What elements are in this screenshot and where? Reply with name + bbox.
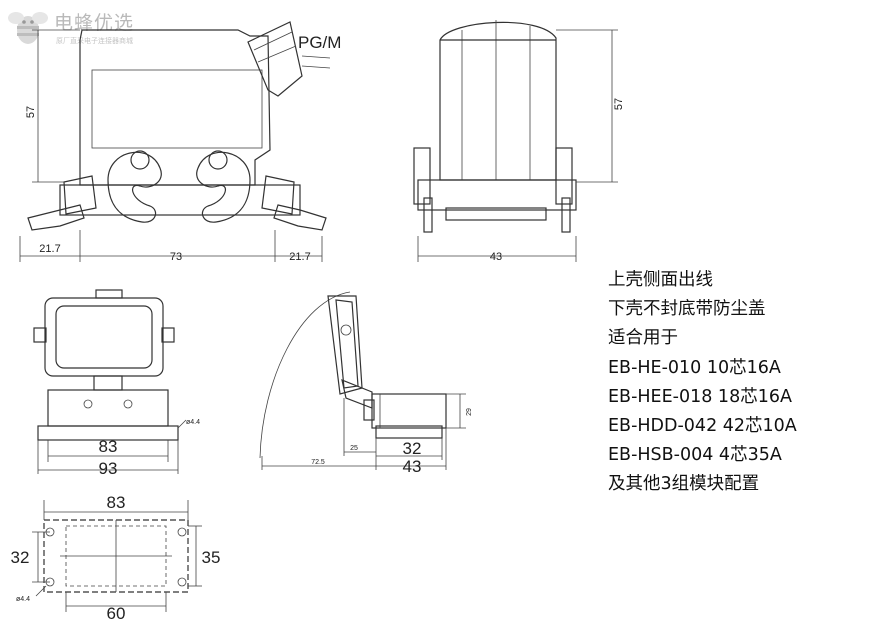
description-line-5: EB-HEE-018 18芯16A [608,386,792,407]
cutout-top-dimension: 83 [107,493,126,512]
hood-side-view: 57 43 [413,20,625,263]
center-span-dimension: 73 [170,251,182,263]
description-line-7: EB-HSB-004 4芯35A [608,445,782,466]
cutout-right-dimension: 35 [202,548,221,567]
cutout-left-dimension: 32 [11,548,30,567]
description-line-4: EB-HE-010 10芯16A [608,357,781,378]
base-side-outer-dimension: 43 [403,457,422,476]
description-line-8: 及其他3组模块配置 [608,474,760,495]
base-front-view: ø4.4 83 93 [33,289,200,478]
cutout-hole-dimension: ø4.4 [16,596,30,603]
description-line-3: 适合用于 [608,328,678,349]
panel-cutout-view: 83 32 35 60 ø4.4 [11,493,221,622]
description-line-2: 下壳不封底带防尘盖 [608,299,766,320]
base-side-inner-dimension: 32 [403,439,422,458]
description-line-6: EB-HDD-042 42芯10A [608,416,797,437]
watermark-tagline: 原厂直采电子连接器商城 [56,37,133,45]
lid-swing-dimension: 72.5 [311,459,325,466]
thread-label: PG/M [298,33,341,52]
base-side-view: 29 72.5 25 32 43 [259,291,473,476]
left-offset-dimension: 21.7 [39,243,60,255]
watermark-brand: 电蜂优选 [54,12,135,34]
watermark-logo: 电蜂优选 原厂直采电子连接器商城 [6,6,156,50]
base-outer-dimension: 93 [99,459,118,478]
base-inner-dimension: 83 [99,437,118,456]
description-line-1: 上壳侧面出线 [608,270,713,290]
cutout-bottom-dimension: 60 [107,604,126,622]
base-side-height-dimension: 29 [466,408,473,416]
right-offset-dimension: 21.7 [289,251,310,263]
side-width-dimension: 43 [490,251,502,263]
lid-offset-dimension: 25 [350,445,358,452]
hood-front-view: PG/M 57 21.7 73 21.7 [19,21,341,263]
side-height-dimension: 57 [613,98,625,110]
hood-height-dimension: 57 [25,106,37,118]
bee-logo-icon [8,12,48,44]
base-hole-dimension: ø4.4 [186,419,200,426]
product-description: 上壳侧面出线 下壳不封底带防尘盖 适合用于 EB-HE-010 10芯16A E… [608,266,797,500]
